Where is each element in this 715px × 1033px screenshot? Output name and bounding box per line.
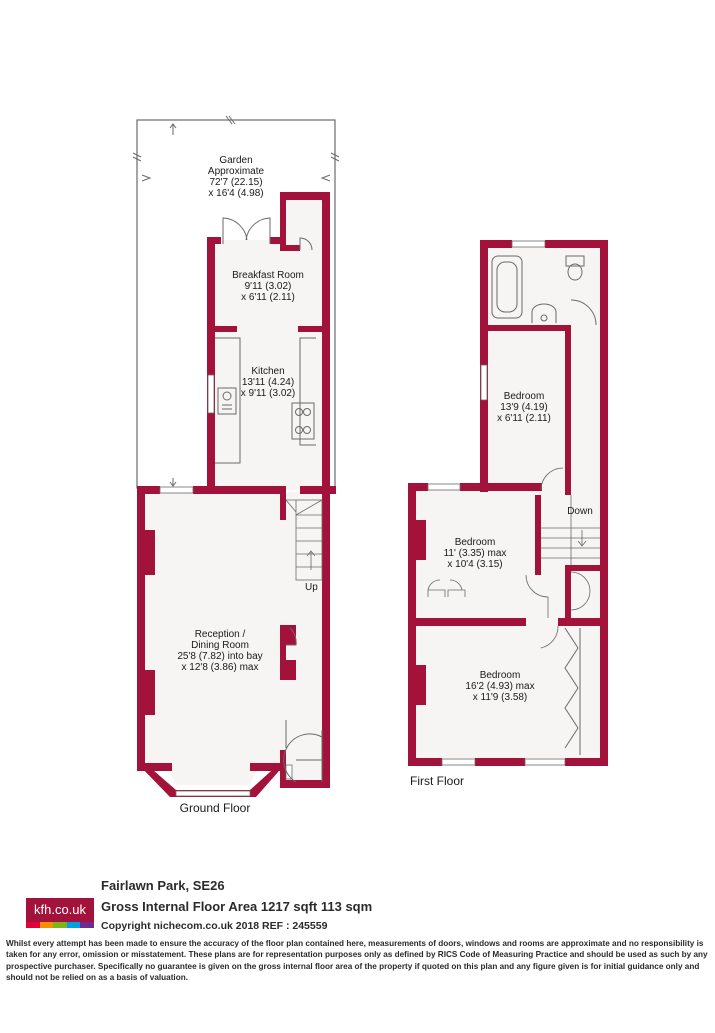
property-address: Fairlawn Park, SE26 (101, 878, 225, 893)
logo-text: kfh.co.uk (33, 902, 87, 917)
room-label-bedroom2: x 10'4 (3.15) (447, 559, 502, 570)
kitchen-fittings (215, 337, 316, 464)
room-label-breakfast: 9'11 (3.02) (245, 281, 292, 292)
logo-stripe (53, 922, 67, 928)
room-label-garden: x 16'4 (4.98) (208, 188, 263, 199)
down-label: Down (567, 506, 593, 517)
logo: kfh.co.uk (26, 898, 94, 928)
room-label-reception: x 12'8 (3.86) max (182, 662, 259, 673)
room-label-garden: Approximate (208, 166, 265, 177)
room-label-breakfast: Breakfast Room (232, 270, 304, 281)
wardrobe (564, 627, 581, 755)
first-floor-label: First Floor (410, 774, 464, 788)
room-label-kitchen: 13'11 (4.24) (242, 377, 294, 388)
logo-stripe (80, 922, 94, 928)
logo-stripe (66, 922, 81, 928)
room-label-kitchen: Kitchen (251, 366, 284, 377)
disclaimer: Whilst every attempt has been made to en… (6, 939, 708, 982)
room-label-bedroom2: 11' (3.35) max (444, 548, 507, 559)
ground-floor-label: Ground Floor (180, 801, 251, 815)
room-label-bedroom3: Bedroom (480, 670, 521, 681)
room-label-garden: 72'7 (22.15) (209, 177, 262, 188)
logo-stripe (26, 922, 40, 928)
room-label-bedroom2: Bedroom (455, 537, 496, 548)
french-doors (222, 217, 313, 251)
first-windows (427, 240, 566, 766)
room-label-reception: Dining Room (191, 640, 249, 651)
logo-stripe (39, 922, 54, 928)
hall-doors (283, 627, 323, 783)
room-label-bedroom1: Bedroom (504, 391, 545, 402)
up-label: Up (305, 582, 318, 593)
floor-area: Gross Internal Floor Area 1217 sqft 113 … (101, 899, 373, 914)
room-label-bedroom3: x 11'9 (3.58) (473, 692, 528, 703)
room-label-reception: 25'8 (7.82) into bay (177, 651, 262, 662)
ground-windows (159, 374, 293, 797)
room-label-bedroom3: 16'2 (4.93) max (465, 681, 534, 692)
room-label-bedroom1: 13'9 (4.19) (500, 402, 548, 413)
room-label-kitchen: x 9'11 (3.02) (241, 388, 296, 399)
bathroom-fittings (491, 255, 597, 326)
room-label-garden: Garden (219, 155, 252, 166)
room-label-reception: Reception / (195, 629, 246, 640)
room-label-breakfast: x 6'11 (2.11) (241, 292, 295, 303)
room-label-bedroom1: x 6'11 (2.11) (497, 413, 551, 424)
ground-stairs (285, 499, 323, 581)
logo-stripes (26, 922, 94, 928)
copyright: Copyright nichecom.co.uk 2018 REF : 2455… (101, 920, 328, 932)
first-stairs (427, 467, 600, 649)
